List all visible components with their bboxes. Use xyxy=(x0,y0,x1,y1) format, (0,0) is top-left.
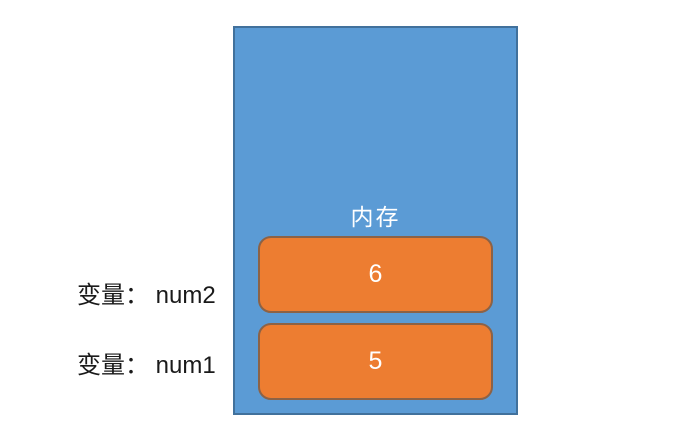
variable-label-num1: 变量： num1 xyxy=(77,352,216,379)
memory-cell-num1-value: 5 xyxy=(368,347,383,375)
variable-label-num2: 变量： num2 xyxy=(77,282,216,309)
memory-cell-num1: 5 xyxy=(258,323,493,400)
memory-title-label: 内存 xyxy=(350,204,401,230)
memory-cell-num2-value: 6 xyxy=(368,260,383,288)
memory-cell-num2: 6 xyxy=(258,236,493,313)
